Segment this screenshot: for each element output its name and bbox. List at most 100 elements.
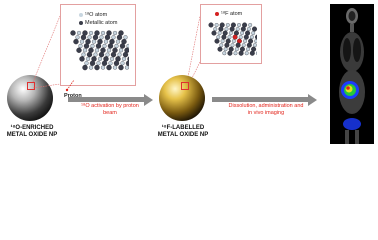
metal-atom [235, 42, 241, 48]
oxygen-atom [238, 35, 243, 40]
oxygen-atom [223, 47, 228, 52]
o18-lattice-panel: ¹⁸O atom Metallic atom [60, 4, 136, 86]
oxygen-atom [117, 52, 122, 57]
metal-atom [98, 51, 105, 58]
o18-atom-legend: ¹⁸O atom [79, 12, 107, 18]
oxygen-atom [225, 23, 230, 27]
metal-atom [104, 34, 111, 40]
oxygen-atom [214, 23, 219, 27]
activation-step-text: ¹⁸O activation by proton beam [81, 103, 139, 116]
metal-atom [122, 51, 129, 58]
fluorine-atom-icon [215, 11, 219, 16]
oxygen-atom [233, 51, 238, 56]
oxygen-atom [100, 65, 106, 70]
o18-lattice-crystal [70, 30, 129, 71]
f18-np-caption-line2: METAL OXIDE NP [157, 132, 209, 138]
f18-zoom-square [181, 82, 189, 90]
metal-atom [119, 43, 126, 49]
oxygen-atom [76, 30, 82, 36]
metal-atom [116, 34, 123, 40]
oxygen-atom [251, 31, 256, 36]
f18-np-caption: ¹⁸F-LABELLED METAL OXIDE NP [150, 125, 216, 139]
metal-atom [83, 43, 90, 49]
metal-atom [73, 38, 79, 45]
oxygen-atom [88, 65, 94, 70]
oxygen-atom [106, 48, 112, 53]
metal-atom [82, 64, 88, 71]
metal-atom [251, 26, 257, 32]
oxygen-atom [78, 43, 83, 49]
zoom-lines-1 [32, 15, 201, 89]
oxygen-atom [228, 31, 233, 36]
metal-atom [113, 60, 120, 66]
oxygen-atom [231, 39, 236, 44]
metal-atom [224, 42, 230, 48]
oxygen-atom [81, 52, 86, 57]
oxygen-atom [100, 30, 106, 36]
oxygen-atom [244, 51, 249, 56]
f18-nanoparticle-sphere [158, 74, 206, 122]
process-arrow-1-head [144, 93, 153, 106]
metal-atom [211, 30, 217, 36]
oxygen-atom [75, 35, 80, 40]
oxygen-atom [240, 31, 244, 36]
oxygen-atom [255, 51, 257, 55]
oxygen-atom [112, 30, 118, 36]
oxygen-atom [82, 48, 88, 53]
oxygen-atom [87, 35, 92, 40]
f18-np-caption-line1: ¹⁸F-LABELLED [161, 125, 205, 131]
metal-atom [101, 60, 108, 66]
oxygen-atom [249, 35, 254, 40]
process-arrow-1-body [68, 97, 144, 102]
metal-atom [217, 46, 223, 52]
metal-atom-legend: Metallic atom [79, 20, 117, 26]
oxygen-atom [230, 43, 235, 48]
oxygen-atom [97, 56, 103, 61]
metal-atom [110, 51, 117, 58]
oxygen-atom [220, 39, 225, 44]
oxygen-atom [123, 35, 128, 40]
metal-atom [208, 22, 214, 28]
metal-atom [218, 26, 224, 32]
metal-atom [70, 30, 76, 36]
metal-atom [118, 64, 124, 71]
metal-atom [240, 26, 246, 32]
metal-atom [89, 60, 96, 66]
oxygen-atom [213, 27, 218, 31]
oxygen-atom [115, 39, 121, 44]
oxygen-atom [222, 51, 227, 56]
metal-atom [76, 47, 82, 53]
metal-atom [79, 56, 85, 62]
metal-atom [246, 42, 252, 48]
metal-atom [92, 34, 99, 40]
oxygen-atom [248, 23, 253, 27]
metal-atom [229, 26, 235, 32]
oxygen-atom [93, 52, 98, 57]
oxygen-atom [84, 61, 89, 66]
f18-atom-legend: ¹⁸F atom [215, 11, 242, 17]
oxygen-atom [246, 47, 250, 52]
o18-np-caption-line2: METAL OXIDE NP [6, 132, 58, 138]
f18-lattice-crystal [208, 22, 257, 56]
oxygen-atom [91, 39, 97, 44]
oxygen-atom [237, 23, 241, 27]
oxygen-atom [219, 43, 224, 48]
oxygen-atom [79, 39, 85, 44]
metal-atom [80, 34, 87, 40]
oxygen-atom [246, 27, 251, 31]
oxygen-atom [85, 56, 91, 61]
metal-atom [221, 34, 227, 40]
oxygen-atom [99, 35, 104, 40]
oxygen-atom [108, 61, 113, 66]
oxygen-atom [216, 35, 221, 40]
oxygen-atom [124, 65, 129, 70]
o18-zoom-square [27, 82, 35, 90]
metal-atom [238, 50, 244, 56]
pet-ct-image [330, 4, 374, 144]
imaging-step-text: Dissolution, administration and in vivo … [228, 103, 304, 116]
metal-atom [107, 43, 114, 49]
oxygen-atom [111, 35, 116, 40]
o18-np-caption: ¹⁸O-ENRICHED METAL OXIDE NP [0, 125, 64, 139]
oxygen-atom [227, 35, 232, 40]
oxygen-atom [126, 43, 129, 49]
